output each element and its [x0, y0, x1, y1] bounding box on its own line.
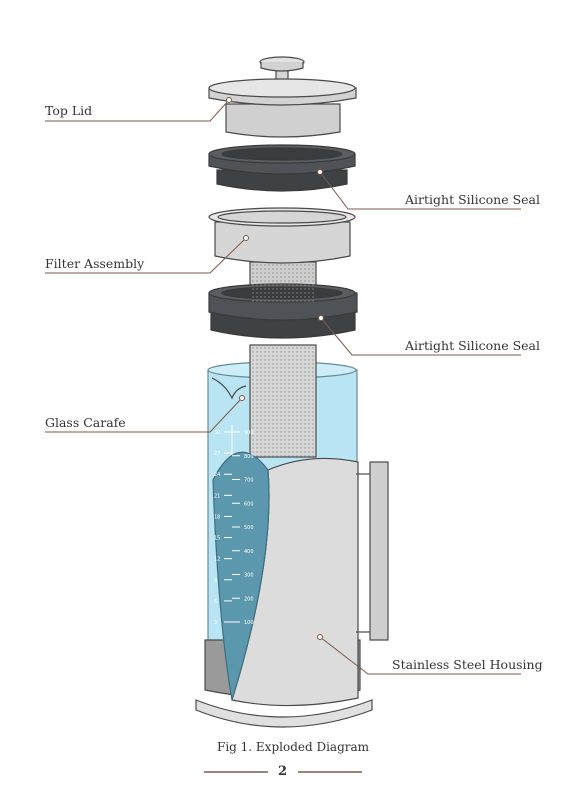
filter-mesh-dots	[252, 264, 314, 457]
lid-top-surface	[208, 78, 356, 98]
carafe-spout	[211, 377, 247, 400]
scale-label-left: 18	[214, 514, 220, 520]
scale-label: 100	[244, 620, 254, 626]
seal-lower	[208, 283, 358, 339]
label-filter-assembly: Filter Assembly	[45, 256, 145, 271]
label-top-lid: Top Lid	[45, 103, 93, 118]
scale-label-left: 27	[214, 451, 220, 457]
scale-label: 500	[244, 525, 254, 531]
page-number: 2	[278, 764, 288, 779]
figure-caption: Fig 1. Exploded Diagram	[217, 740, 370, 754]
housing-handle	[369, 461, 389, 641]
lid-plug	[225, 103, 341, 138]
scale-label: 300	[244, 573, 254, 579]
label-seal-upper: Airtight Silicone Seal	[405, 192, 540, 207]
scale-label-left: 6	[214, 599, 217, 605]
top-lid	[208, 56, 357, 138]
scale-label-left: 24	[214, 472, 220, 478]
leader-lines	[45, 99, 521, 675]
scale-label-left: 9	[214, 578, 217, 584]
scale-label: 700	[244, 478, 254, 484]
scale-label-left: 12	[214, 557, 220, 563]
scale-label-left: 30	[214, 430, 220, 436]
scale-label: 800	[244, 454, 254, 460]
scale-label-left: 21	[214, 493, 220, 499]
scale-label-left: 3	[214, 620, 217, 626]
scale-label: 200	[244, 596, 254, 602]
label-housing: Stainless Steel Housing	[392, 657, 543, 672]
leader-dots	[226, 97, 324, 640]
scale-label-left: 15	[214, 536, 220, 542]
steel-housing	[195, 451, 389, 728]
seal-upper	[208, 144, 356, 192]
label-seal-lower: Airtight Silicone Seal	[405, 338, 540, 353]
scale-label: 600	[244, 501, 254, 507]
filter-mesh-column	[249, 344, 317, 458]
scale-label: 400	[244, 549, 254, 555]
scale-marks: 900 800 700 600 500 400 300 200 100 30 27 24 21 18 15 1…	[214, 430, 254, 626]
scale-label: 900	[244, 430, 254, 436]
label-glass-carafe: Glass Carafe	[45, 415, 126, 430]
